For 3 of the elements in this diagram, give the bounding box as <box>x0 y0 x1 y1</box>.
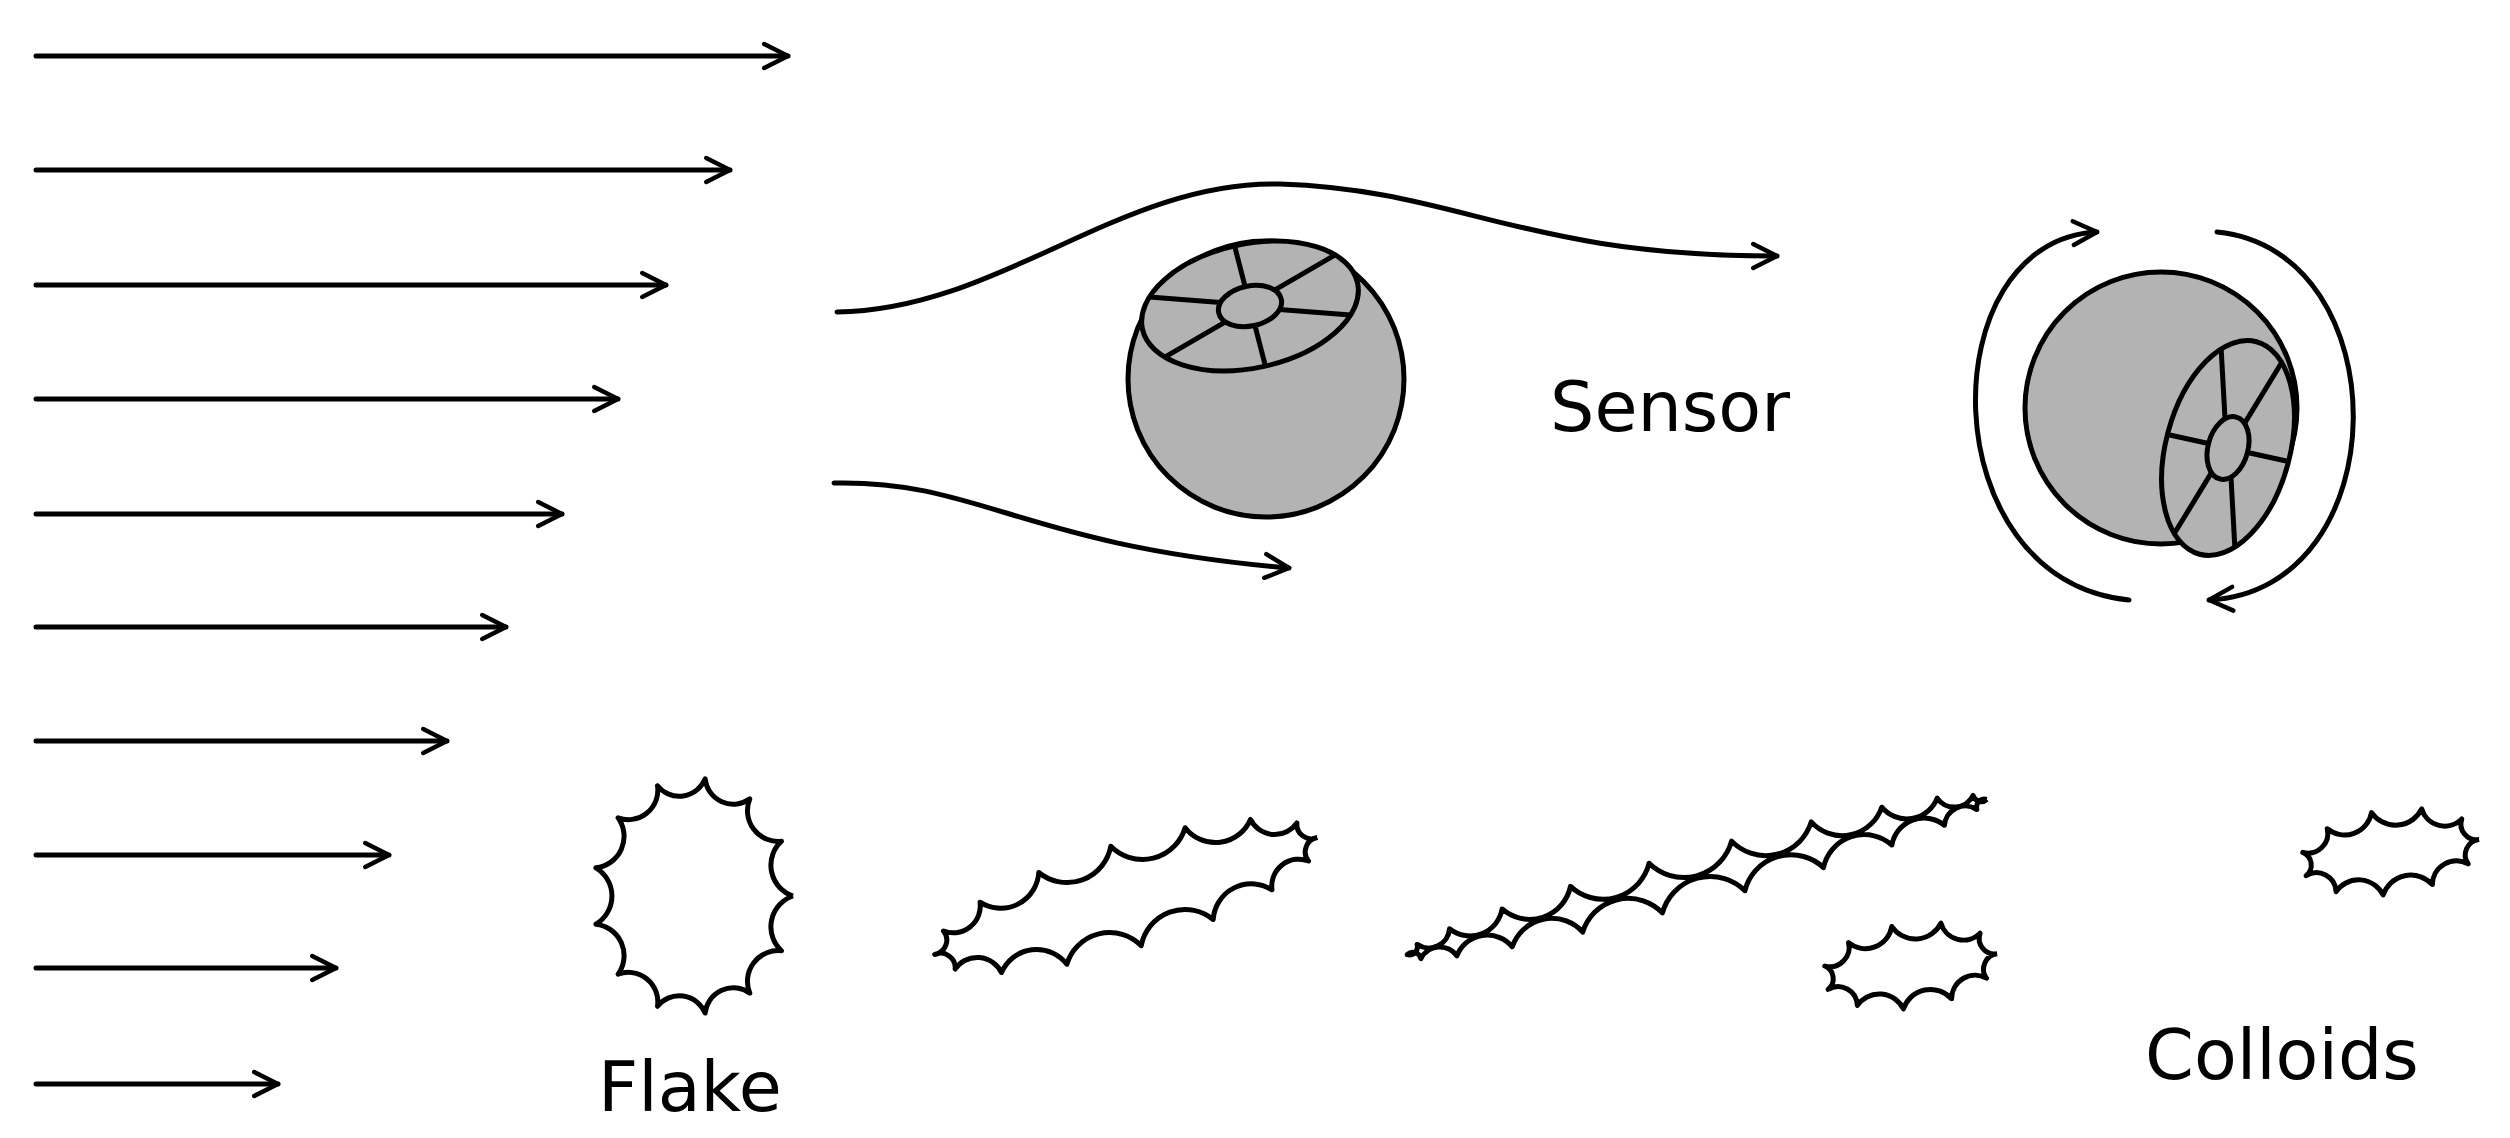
part-label: Flake <box>598 1052 782 1122</box>
part-label: Colloids <box>2145 1020 2419 1090</box>
part-label: Sensor <box>1550 372 1790 442</box>
